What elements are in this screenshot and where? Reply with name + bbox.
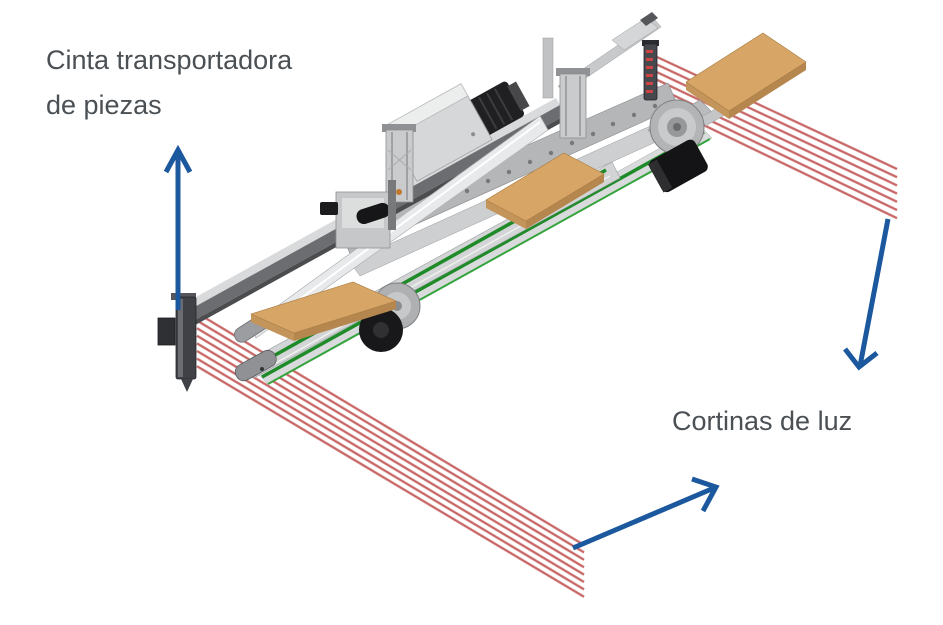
conveyor-belt-label-line1: Cinta transportadora (46, 45, 293, 75)
light-curtain-label: Cortinas de luz (672, 405, 852, 437)
workpiece-board-left (250, 281, 397, 341)
drive-unit (647, 99, 729, 193)
arrow-to-conveyor-label (163, 144, 193, 310)
light-curtain-post-right (642, 40, 659, 101)
conveyor-machine (157, 12, 807, 392)
conveyor-belt-label-line2: de piezas (46, 90, 162, 120)
arrow-from-bottom-light-curtain (572, 476, 720, 551)
light-curtain-left-beams (196, 311, 585, 598)
arrow-to-right-light-curtain (843, 218, 891, 371)
conveyor-belt-label: Cinta transportadora de piezas (46, 38, 292, 128)
light-curtain-label-text: Cortinas de luz (672, 406, 853, 436)
light-curtain-post-left (157, 293, 197, 392)
drive-motor (647, 139, 708, 193)
workpiece-board-right (685, 32, 807, 119)
tapered-arm (234, 115, 549, 343)
workpiece-board-middle (485, 152, 605, 229)
side-plate (320, 180, 396, 249)
wheel-unit (359, 282, 421, 352)
lift-tower-right (556, 68, 590, 139)
lift-tower-left (382, 124, 416, 203)
